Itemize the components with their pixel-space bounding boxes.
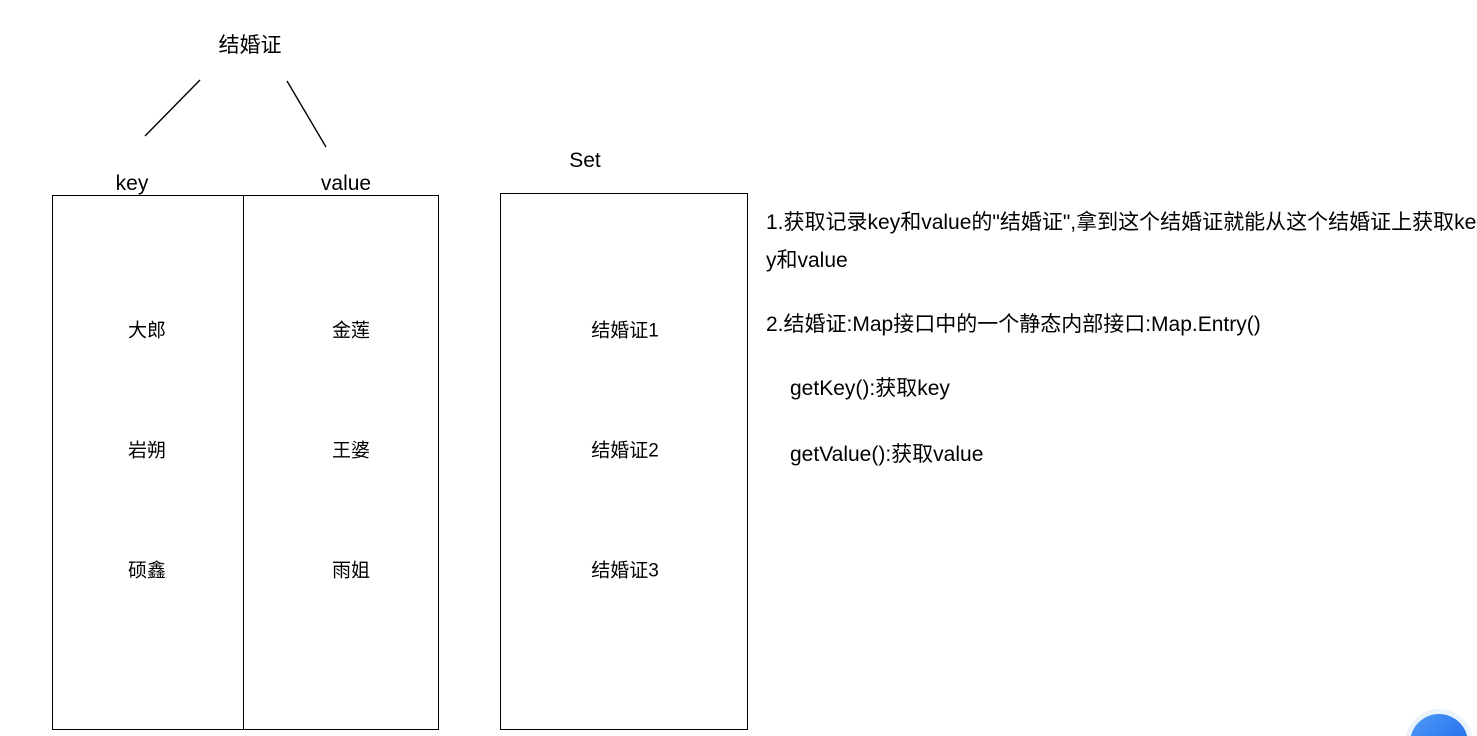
column-header-key: key xyxy=(115,172,149,195)
note-point-1: 1.获取记录key和value的"结婚证",拿到这个结婚证就能从这个结婚证上获取… xyxy=(766,211,1477,272)
list-item: 结婚证2 xyxy=(591,440,659,462)
set-box: 结婚证1 结婚证2 结婚证3 xyxy=(500,193,748,730)
entry-title: 结婚证 xyxy=(218,34,282,57)
map-column-divider xyxy=(243,196,244,729)
connector-line-key xyxy=(144,79,201,137)
note-method-get-value: getValue():获取value xyxy=(790,443,984,466)
table-row-value: 王婆 xyxy=(331,440,371,462)
note-point-2: 2.结婚证:Map接口中的一个静态内部接口:Map.Entry() xyxy=(766,313,1261,336)
set-label: Set xyxy=(569,149,601,172)
list-item: 结婚证3 xyxy=(591,560,659,582)
notes-panel: 1.获取记录key和value的"结婚证",拿到这个结婚证就能从这个结婚证上获取… xyxy=(766,204,1477,502)
map-table: 大郎 金莲 岩朔 王婆 硕鑫 雨姐 xyxy=(52,195,439,730)
note-method-get-key: getKey():获取key xyxy=(790,377,950,400)
column-header-value: value xyxy=(320,172,372,195)
floating-action-button[interactable] xyxy=(1410,714,1468,736)
table-row-key: 硕鑫 xyxy=(127,560,167,582)
table-row-key: 大郎 xyxy=(127,320,167,342)
list-item: 结婚证1 xyxy=(591,320,659,342)
connector-line-value xyxy=(286,80,327,148)
table-row-key: 岩朔 xyxy=(127,440,167,462)
table-row-value: 雨姐 xyxy=(331,560,371,582)
table-row-value: 金莲 xyxy=(331,320,371,342)
